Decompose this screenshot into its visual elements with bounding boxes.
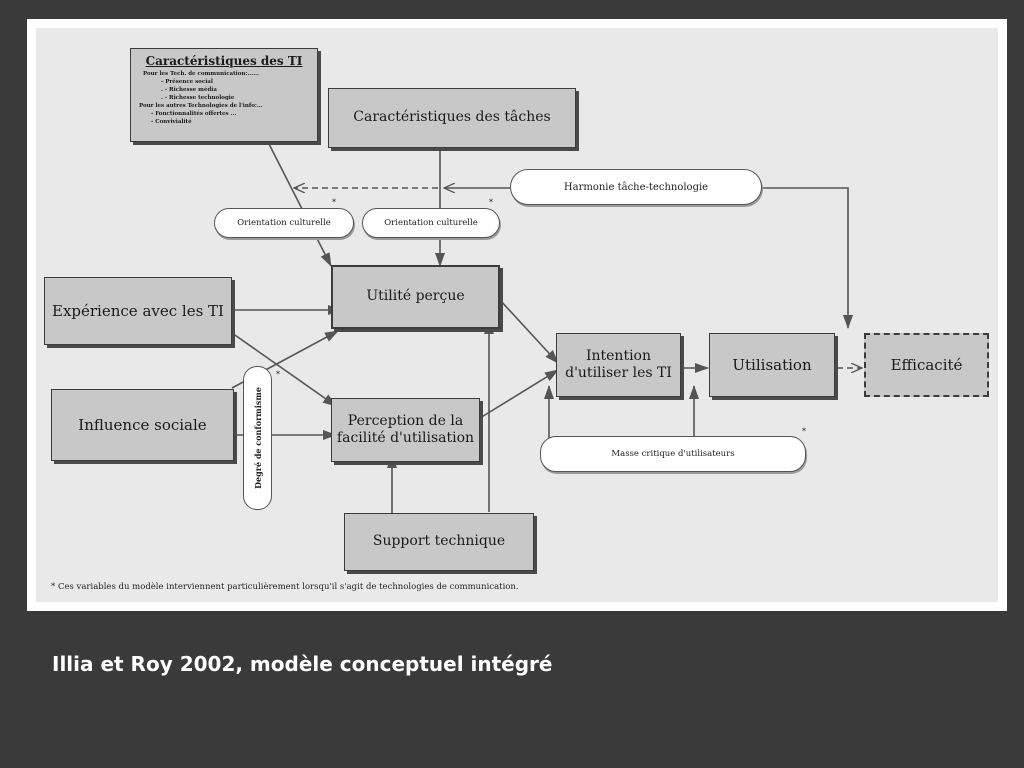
ti-characteristics-line: . - Richesse technologie [161,95,235,101]
ti-characteristics-line: Pour les autres Technologies de l'info:.… [139,103,263,109]
ti-characteristics-line: - Fonctionnalités offertes ... [151,111,237,117]
figure-frame: Caractéristiques des TI Pour les Tech. d… [27,19,1007,611]
ti-characteristics-line: - Convivialité [151,119,192,125]
critical-mass-label: Masse critique d'utilisateurs [611,449,735,459]
ti-characteristics-box: Caractéristiques des TI Pour les Tech. d… [130,48,318,142]
intention-to-use-box: Intention d'utiliser les TI [556,333,681,397]
star-marker: * [332,198,336,207]
conceptual-model-diagram: Caractéristiques des TI Pour les Tech. d… [36,28,998,602]
arrow-fit-to-efficacy [762,187,853,329]
perceived-usefulness-box: Utilité perçue [331,265,500,329]
arrow-ease-to-intention [479,369,559,419]
slide-caption: Illia et Roy 2002, modèle conceptuel int… [52,652,553,676]
arrow-usefulness-to-intention [499,299,559,364]
task-technology-fit-pill: Harmonie tâche-technologie [510,169,762,205]
cultural-orientation-label-2: Orientation culturelle [384,218,478,228]
perceived-ease-of-use-label: Perception de la facilité d'utilisation [337,413,474,448]
task-characteristics-label: Caractéristiques des tâches [353,109,551,126]
arrow-experience-to-ease [231,332,337,407]
ti-experience-box: Expérience avec les TI [44,277,232,345]
intention-to-use-label: Intention d'utiliser les TI [565,348,672,383]
perceived-ease-of-use-box: Perception de la facilité d'utilisation [331,398,480,462]
task-characteristics-box: Caractéristiques des tâches [328,88,576,148]
ti-characteristics-line: - Présence social [161,79,213,85]
diagram-footnote: * Ces variables du modèle interviennent … [51,582,519,592]
efficacy-label: Efficacité [890,355,963,374]
cultural-orientation-label-1: Orientation culturelle [237,218,331,228]
perceived-ease-line-1: Perception de la [347,412,464,429]
ti-characteristics-title: Caractéristiques des TI [145,54,303,68]
critical-mass-pill: Masse critique d'utilisateurs [540,436,806,472]
star-marker: * [489,198,493,207]
utilisation-box: Utilisation [709,333,835,397]
intention-line-2: d'utiliser les TI [565,365,672,381]
cultural-orientation-pill-1: Orientation culturelle [214,208,354,238]
efficacy-box: Efficacité [864,333,989,397]
ti-characteristics-line: Pour les Tech. de communication:...... [143,71,259,77]
perceived-ease-line-2: facilité d'utilisation [336,430,475,446]
cultural-orientation-pill-2: Orientation culturelle [362,208,500,238]
social-influence-label: Influence sociale [78,415,207,434]
ti-experience-label: Expérience avec les TI [52,301,224,320]
technical-support-label: Support technique [372,533,506,550]
conformity-degree-pill: Degré de conformisme [243,366,272,510]
perceived-usefulness-label: Utilité perçue [366,288,465,305]
technical-support-box: Support technique [344,513,534,571]
utilisation-label: Utilisation [732,355,812,374]
star-marker: * [276,370,280,379]
conformity-degree-label: Degré de conformisme [252,387,263,489]
star-marker: * [802,427,806,436]
arrow-ti-to-usefulness [267,141,332,267]
social-influence-box: Influence sociale [51,389,234,461]
task-technology-fit-label: Harmonie tâche-technologie [563,181,709,193]
ti-characteristics-line: . - Richesse média [161,87,217,93]
intention-line-1: Intention [585,347,651,364]
